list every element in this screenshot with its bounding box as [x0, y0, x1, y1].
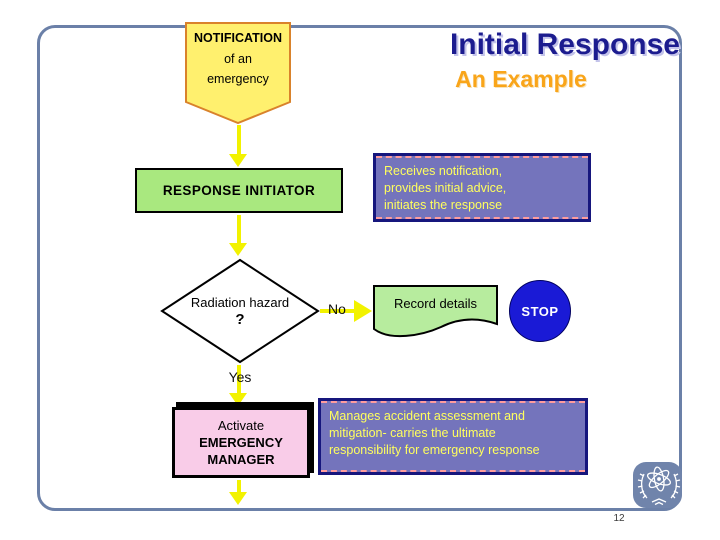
- initiator-note-line1: Receives notification,: [384, 164, 503, 178]
- manager-note-line1: Manages accident assessment and: [329, 409, 525, 423]
- manager-note-box: Manages accident assessment and mitigati…: [318, 398, 588, 475]
- emblem-badge: [633, 462, 682, 508]
- record-details-label: Record details: [393, 296, 478, 311]
- arrow-down-icon: [229, 393, 247, 406]
- notification-line1: NOTIFICATION: [194, 31, 282, 45]
- activate-line2: EMERGENCY: [199, 435, 283, 450]
- flow-arrow-line-1: [237, 125, 241, 154]
- notification-label: NOTIFICATION of an emergency: [185, 31, 291, 89]
- activate-emergency-manager-box: Activate EMERGENCY MANAGER: [172, 407, 310, 478]
- flow-arrow-line-no: [320, 309, 354, 313]
- iaea-atom-laurel-emblem-icon: [637, 466, 681, 506]
- decision-diamond: [160, 258, 320, 364]
- slide-frame: [37, 25, 682, 511]
- initiator-note-line2: provides initial advice,: [384, 181, 507, 195]
- decision-question: Radiation hazard: [190, 295, 290, 310]
- activate-line1: Activate: [217, 418, 265, 433]
- stop-terminator: STOP: [509, 280, 571, 342]
- flow-arrow-line-5: [237, 480, 241, 494]
- yes-branch-label: Yes: [228, 369, 252, 385]
- notification-line3: emergency: [207, 72, 269, 86]
- page-number: 12: [613, 513, 625, 524]
- record-details-document: [373, 285, 498, 338]
- manager-note-line2: mitigation- carries the ultimate: [329, 426, 496, 440]
- flow-arrow-line-2: [237, 215, 241, 243]
- initiator-note-line3: initiates the response: [384, 198, 503, 212]
- activate-line3: MANAGER: [207, 452, 275, 467]
- initiator-note-box: Receives notification, provides initial …: [373, 153, 591, 222]
- notification-line2: of an: [224, 52, 252, 66]
- decision-label: Radiation hazard ?: [160, 295, 320, 328]
- arrow-down-icon: [229, 492, 247, 505]
- arrow-down-icon: [229, 154, 247, 167]
- arrow-down-icon: [229, 243, 247, 256]
- response-initiator-box: RESPONSE INITIATOR: [135, 168, 343, 213]
- decision-question-mark: ?: [235, 311, 245, 328]
- stop-label: STOP: [521, 303, 559, 319]
- page-title: Initial Response: [449, 28, 680, 61]
- no-branch-label: No: [328, 301, 346, 317]
- flow-arrow-line-yes: [237, 365, 241, 394]
- manager-note-line3: responsibility for emergency response: [329, 443, 540, 457]
- notification-pentagon: [185, 22, 291, 124]
- arrow-right-icon: [354, 300, 372, 322]
- page-subtitle: An Example: [455, 66, 587, 92]
- response-initiator-label: RESPONSE INITIATOR: [162, 183, 316, 198]
